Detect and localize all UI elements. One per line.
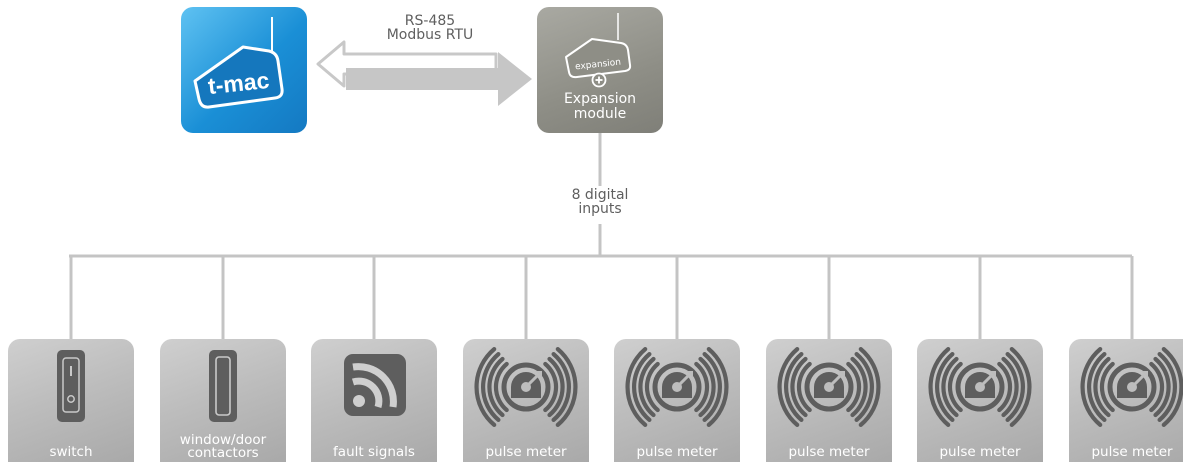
rs485-label-line2: Modbus RTU [386, 27, 474, 43]
device-label: pulse meter [485, 444, 567, 460]
device-tile-window-door-contactors: window/door contactors [160, 339, 286, 462]
expansion-module-tile: expansion Expansion module [537, 7, 663, 133]
expansion-device-icon: expansion [565, 13, 632, 88]
arrow-right-icon [346, 52, 532, 106]
pulse-meter-icon [928, 347, 1032, 427]
device-tile-pulse-meter: pulse meter [766, 339, 892, 462]
rs485-label: RS-485 Modbus RTU [360, 14, 500, 42]
arrow-left-icon [316, 40, 498, 88]
tmac-device-icon: t-mac [193, 17, 284, 109]
switch-icon [57, 350, 85, 422]
expansion-label-line2: module [573, 106, 627, 122]
rs485-arrows [316, 40, 532, 106]
bus-label: 8 digital inputs [540, 188, 660, 216]
device-tile-pulse-meter: pulse meter [463, 339, 589, 462]
pulse-meter-icon [625, 347, 729, 427]
device-label: pulse meter [636, 444, 718, 460]
pulse-meter-icon [1080, 347, 1183, 427]
pulse-meter-icon [474, 347, 578, 427]
bus-drops [69, 256, 1134, 339]
device-label: fault signals [333, 444, 415, 460]
bus-label-line2: inputs [578, 201, 622, 217]
device-label: pulse meter [1091, 444, 1173, 460]
expansion-label-line1: Expansion [563, 91, 637, 107]
expansion-badge-text: expansion [575, 58, 622, 73]
device-label: pulse meter [939, 444, 1021, 460]
device-label: switch [49, 444, 93, 460]
tmac-tile: t-mac [181, 7, 307, 133]
device-label: window/door contactors [179, 432, 267, 461]
device-tile-pulse-meter: pulse meter [917, 339, 1043, 462]
device-label: pulse meter [788, 444, 870, 460]
contact-icon [209, 350, 237, 422]
device-tile-pulse-meter: pulse meter [614, 339, 740, 462]
bus-label-line1: 8 digital [571, 187, 629, 203]
pulse-meter-icon [777, 347, 881, 427]
expansion-label: Expansion module [537, 92, 663, 122]
tmac-logo-text: t-mac [207, 67, 271, 99]
device-tile-switch: switch [8, 339, 134, 462]
rs485-label-line1: RS-485 [404, 13, 456, 29]
device-tile-pulse-meter: pulse meter [1069, 339, 1183, 462]
device-tile-fault-signals: fault signals [311, 339, 437, 462]
fault-signal-icon [344, 354, 406, 416]
